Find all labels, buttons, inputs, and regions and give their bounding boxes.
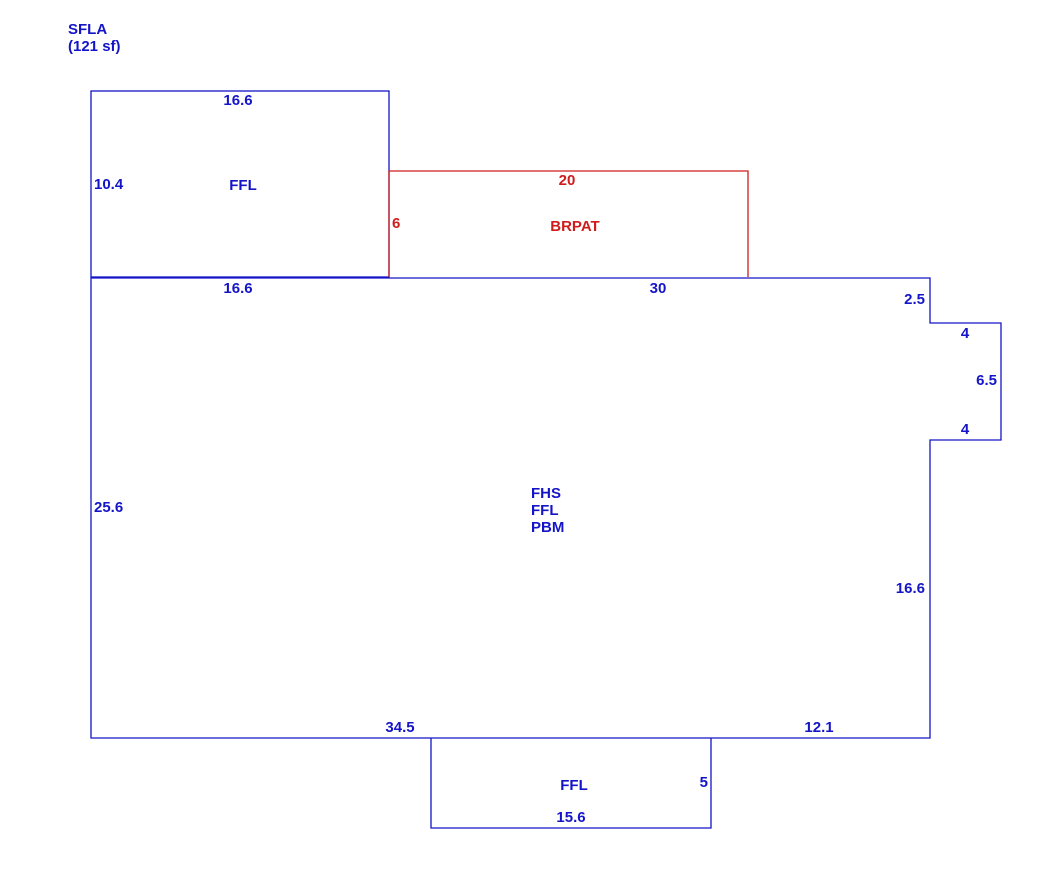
main-label-ffl: FFL xyxy=(531,502,559,519)
upper-room-left-dim: 10.4 xyxy=(94,176,124,193)
main-step-down-dim: 2.5 xyxy=(904,291,925,308)
lower-room-label: FFL xyxy=(560,777,588,794)
lower-room-outline xyxy=(430,738,712,829)
main-house-outline xyxy=(90,277,1002,739)
lower-room-bottom-dim: 15.6 xyxy=(556,809,585,826)
main-bottom-right-dim: 12.1 xyxy=(804,719,833,736)
lower-room-side-dim: 5 xyxy=(700,774,708,791)
main-top-right-dim: 30 xyxy=(650,280,667,297)
sketch-title: SFLA xyxy=(68,21,107,38)
main-bump-side-dim: 6.5 xyxy=(976,372,997,389)
main-bump-bottom-dim: 4 xyxy=(961,421,970,438)
patio-outline xyxy=(388,170,749,277)
patio-left-dim: 6 xyxy=(392,215,400,232)
upper-room-top-dim: 16.6 xyxy=(223,92,252,109)
sketch-area: (121 sf) xyxy=(68,38,121,55)
main-bottom-left-dim: 34.5 xyxy=(385,719,414,736)
main-right-lower-dim: 16.6 xyxy=(896,580,925,597)
lower-room: FFL 5 15.6 xyxy=(430,738,712,829)
main-label-fhs: FHS xyxy=(531,485,561,502)
main-left-dim: 25.6 xyxy=(94,499,123,516)
main-top-left-dim: 16.6 xyxy=(223,280,252,297)
main-house: 16.6 30 2.5 4 6.5 4 16.6 34.5 12.1 25.6 … xyxy=(90,277,1002,739)
patio-top-dim: 20 xyxy=(559,172,576,189)
upper-room-label: FFL xyxy=(229,177,257,194)
main-bump-top-dim: 4 xyxy=(961,325,970,342)
upper-room: 16.6 10.4 FFL xyxy=(90,90,390,278)
patio-label: BRPAT xyxy=(550,218,599,235)
patio: 20 6 BRPAT xyxy=(388,170,749,277)
main-label-pbm: PBM xyxy=(531,519,564,536)
